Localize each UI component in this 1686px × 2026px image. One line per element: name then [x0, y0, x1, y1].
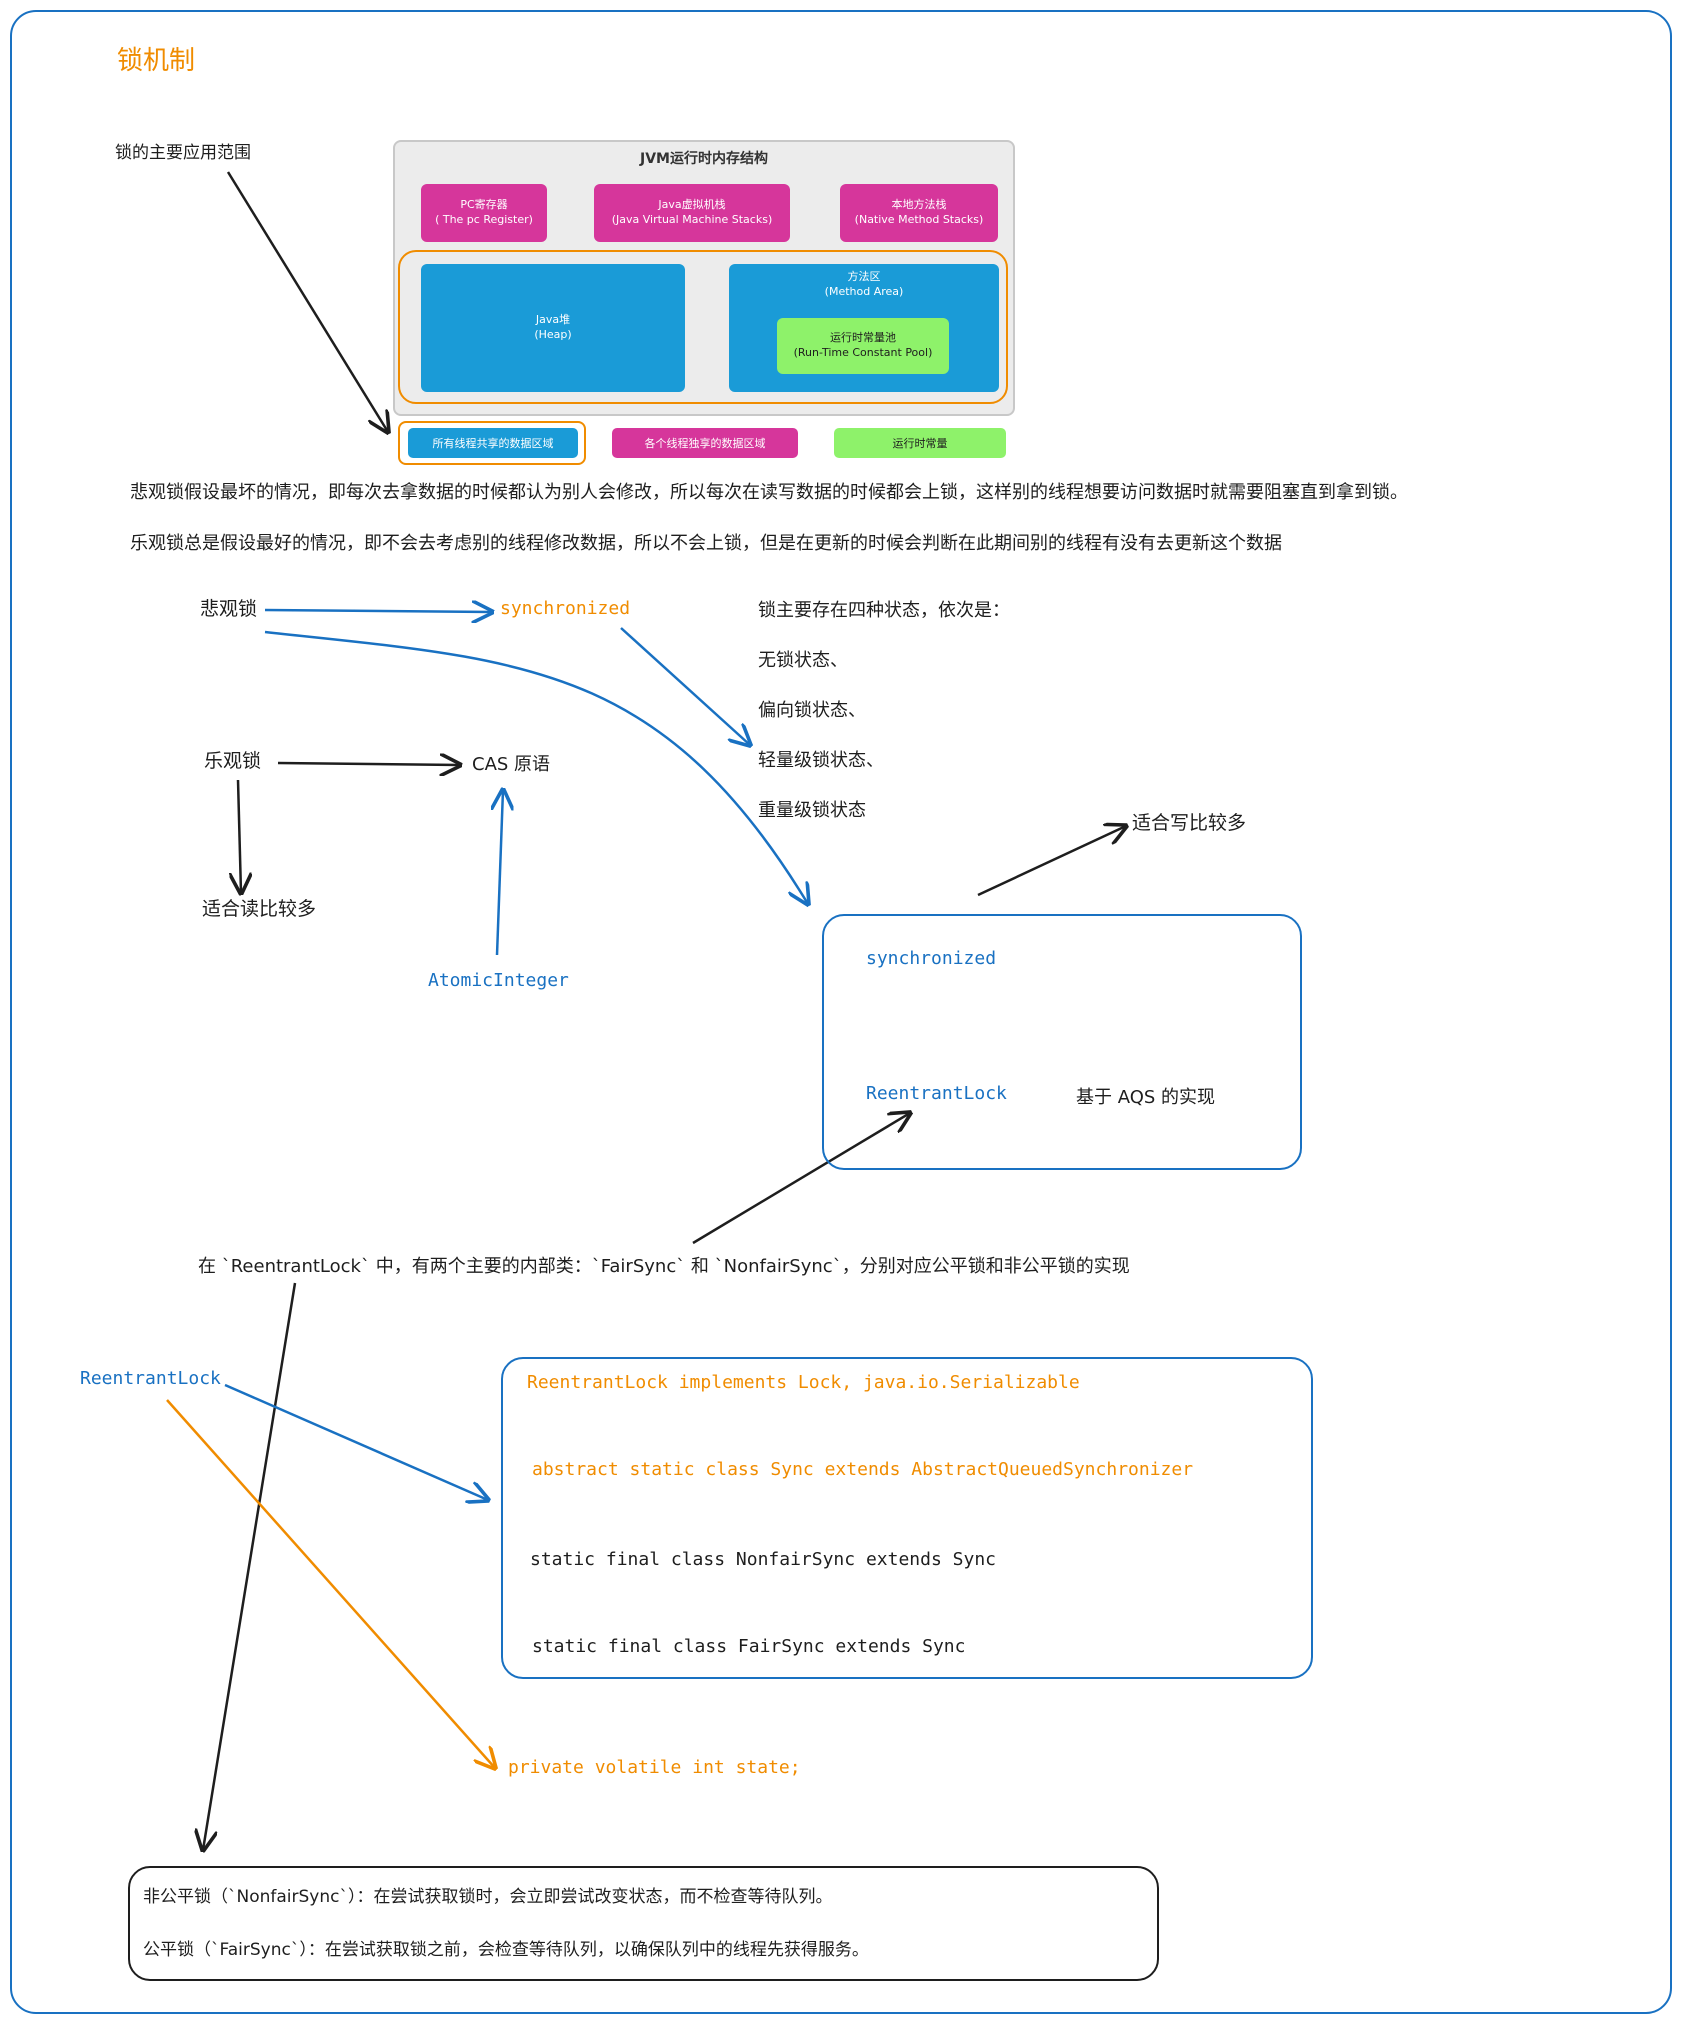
constant-pool-label: 运行时常量池: [830, 331, 896, 345]
code-line-3: static final class NonfairSync extends S…: [530, 1549, 996, 1570]
read-more-node: 适合读比较多: [202, 898, 317, 920]
jvm-stack-label: Java虚拟机栈: [658, 198, 726, 212]
native-stack-sub: (Native Method Stacks): [854, 213, 984, 226]
jvm-memory-diagram: JVM运行时内存结构 PC寄存器 ( The pc Register) Java…: [393, 140, 1015, 416]
code-box: [501, 1357, 1313, 1679]
arrow-synchronized-to-states: [620, 627, 750, 745]
lock-state-2: 偏向锁状态、: [758, 700, 866, 721]
aqs-note: 基于 AQS 的实现: [1076, 1087, 1216, 1108]
legend-constant: 运行时常量: [834, 428, 1006, 458]
code-line-1: ReentrantLock implements Lock, java.io.S…: [527, 1372, 1080, 1393]
lock-states-title: 锁主要存在四种状态，依次是：: [758, 600, 1010, 621]
inner-classes-sentence: 在 `ReentrantLock` 中，有两个主要的内部类：`FairSync`…: [198, 1256, 1130, 1277]
page-title: 锁机制: [117, 46, 196, 76]
lock-impl-box: [822, 914, 1302, 1170]
atomic-integer-node: AtomicInteger: [428, 970, 569, 991]
shared-area-outline: [398, 250, 1008, 404]
native-stack-label: 本地方法栈: [891, 198, 947, 212]
state-field-node: private volatile int state;: [508, 1757, 801, 1778]
method-area-label: 方法区: [847, 270, 881, 283]
arrow-box-to-write: [977, 826, 1126, 897]
legend-private: 各个线程独享的数据区域: [612, 428, 798, 458]
heap-block: Java堆 (Heap): [421, 264, 685, 392]
arrow-scope-to-shared: [226, 171, 388, 432]
lock-state-4: 重量级锁状态: [758, 800, 866, 821]
constant-pool-sub: (Run-Time Constant Pool): [793, 346, 933, 359]
write-more-node: 适合写比较多: [1132, 812, 1247, 834]
arrow-inner-to-fairness: [203, 1282, 297, 1850]
pessimistic-lock-node: 悲观锁: [200, 598, 258, 620]
box-reentrantlock: ReentrantLock: [866, 1083, 1007, 1104]
code-line-4: static final class FairSync extends Sync: [532, 1636, 966, 1657]
heap-label: Java堆: [535, 313, 571, 327]
pc-register-block: PC寄存器 ( The pc Register): [421, 184, 547, 242]
canvas-frame: [10, 10, 1672, 2014]
heap-sub: (Heap): [534, 328, 572, 341]
cas-node: CAS 原语: [472, 754, 551, 775]
fair-description: 公平锁（`FairSync`）：在尝试获取锁之前，会检查等待队列，以确保队列中的…: [143, 1940, 869, 1960]
arrow-pessimistic-to-box: [264, 630, 808, 904]
code-line-2: abstract static class Sync extends Abstr…: [532, 1459, 1194, 1480]
shared-legend-outline: [398, 421, 586, 465]
optimistic-lock-node: 乐观锁: [204, 750, 262, 772]
scope-label: 锁的主要应用范围: [115, 143, 251, 163]
pc-register-label: PC寄存器: [460, 198, 508, 212]
method-area-sub: (Method Area): [824, 284, 904, 298]
box-synchronized: synchronized: [866, 948, 997, 969]
nonfair-description: 非公平锁（`NonfairSync`）：在尝试获取锁时，会立即尝试改变状态，而不…: [143, 1887, 833, 1907]
pc-register-sub: ( The pc Register): [435, 213, 533, 226]
legend-shared: 所有线程共享的数据区域: [408, 428, 578, 458]
arrow-pessimistic-to-synchronized: [264, 610, 492, 612]
constant-pool-block: 运行时常量池 (Run-Time Constant Pool): [777, 318, 949, 374]
arrow-optimistic-to-read: [238, 779, 241, 893]
jvm-title: JVM运行时内存结构: [640, 151, 768, 167]
jvm-stack-sub: (Java Virtual Machine Stacks): [611, 213, 773, 226]
fairness-box: [128, 1866, 1159, 1981]
arrow-atomic-to-cas: [497, 790, 503, 956]
synchronized-node: synchronized: [500, 598, 631, 619]
arrow-reentrant-to-state: [166, 1399, 495, 1768]
pessimistic-description: 悲观锁假设最坏的情况，即每次去拿数据的时候都认为别人会修改，所以每次在读写数据的…: [130, 482, 1408, 503]
optimistic-description: 乐观锁总是假设最好的情况，即不会去考虑别的线程修改数据，所以不会上锁，但是在更新…: [130, 533, 1282, 554]
lock-state-1: 无锁状态、: [758, 650, 848, 671]
lock-state-3: 轻量级锁状态、: [758, 750, 884, 771]
jvm-stack-block: Java虚拟机栈 (Java Virtual Machine Stacks): [594, 184, 790, 242]
reentrantlock-left-node: ReentrantLock: [80, 1368, 221, 1389]
native-stack-block: 本地方法栈 (Native Method Stacks): [840, 184, 998, 242]
arrow-inner-to-reentrant: [692, 1113, 910, 1245]
arrow-reentrant-to-code: [224, 1383, 488, 1500]
arrow-optimistic-to-cas: [277, 763, 460, 765]
